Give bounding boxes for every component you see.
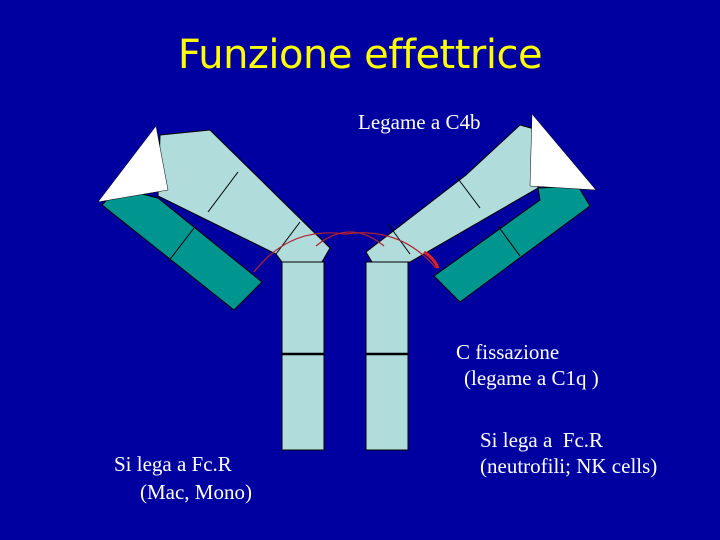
label-fcr-right: Si lega a Fc.R [480, 428, 603, 452]
c1q-mark [424, 252, 438, 268]
label-neutrofili-nk: (neutrofili; NK cells) [480, 454, 657, 478]
right-heavy-stem [366, 262, 408, 450]
right-antigen-wedge [530, 114, 596, 190]
left-heavy-stem [282, 262, 324, 450]
label-fcr-left: Si lega a Fc.R [114, 452, 232, 476]
label-mac-mono: (Mac, Mono) [140, 480, 252, 504]
label-legame-c1q: (legame a C1q ) [464, 366, 599, 390]
label-c4b: Legame a C4b [358, 110, 480, 134]
left-antigen-wedge [98, 126, 168, 202]
label-c-fissazione: C fissazione [456, 340, 559, 364]
